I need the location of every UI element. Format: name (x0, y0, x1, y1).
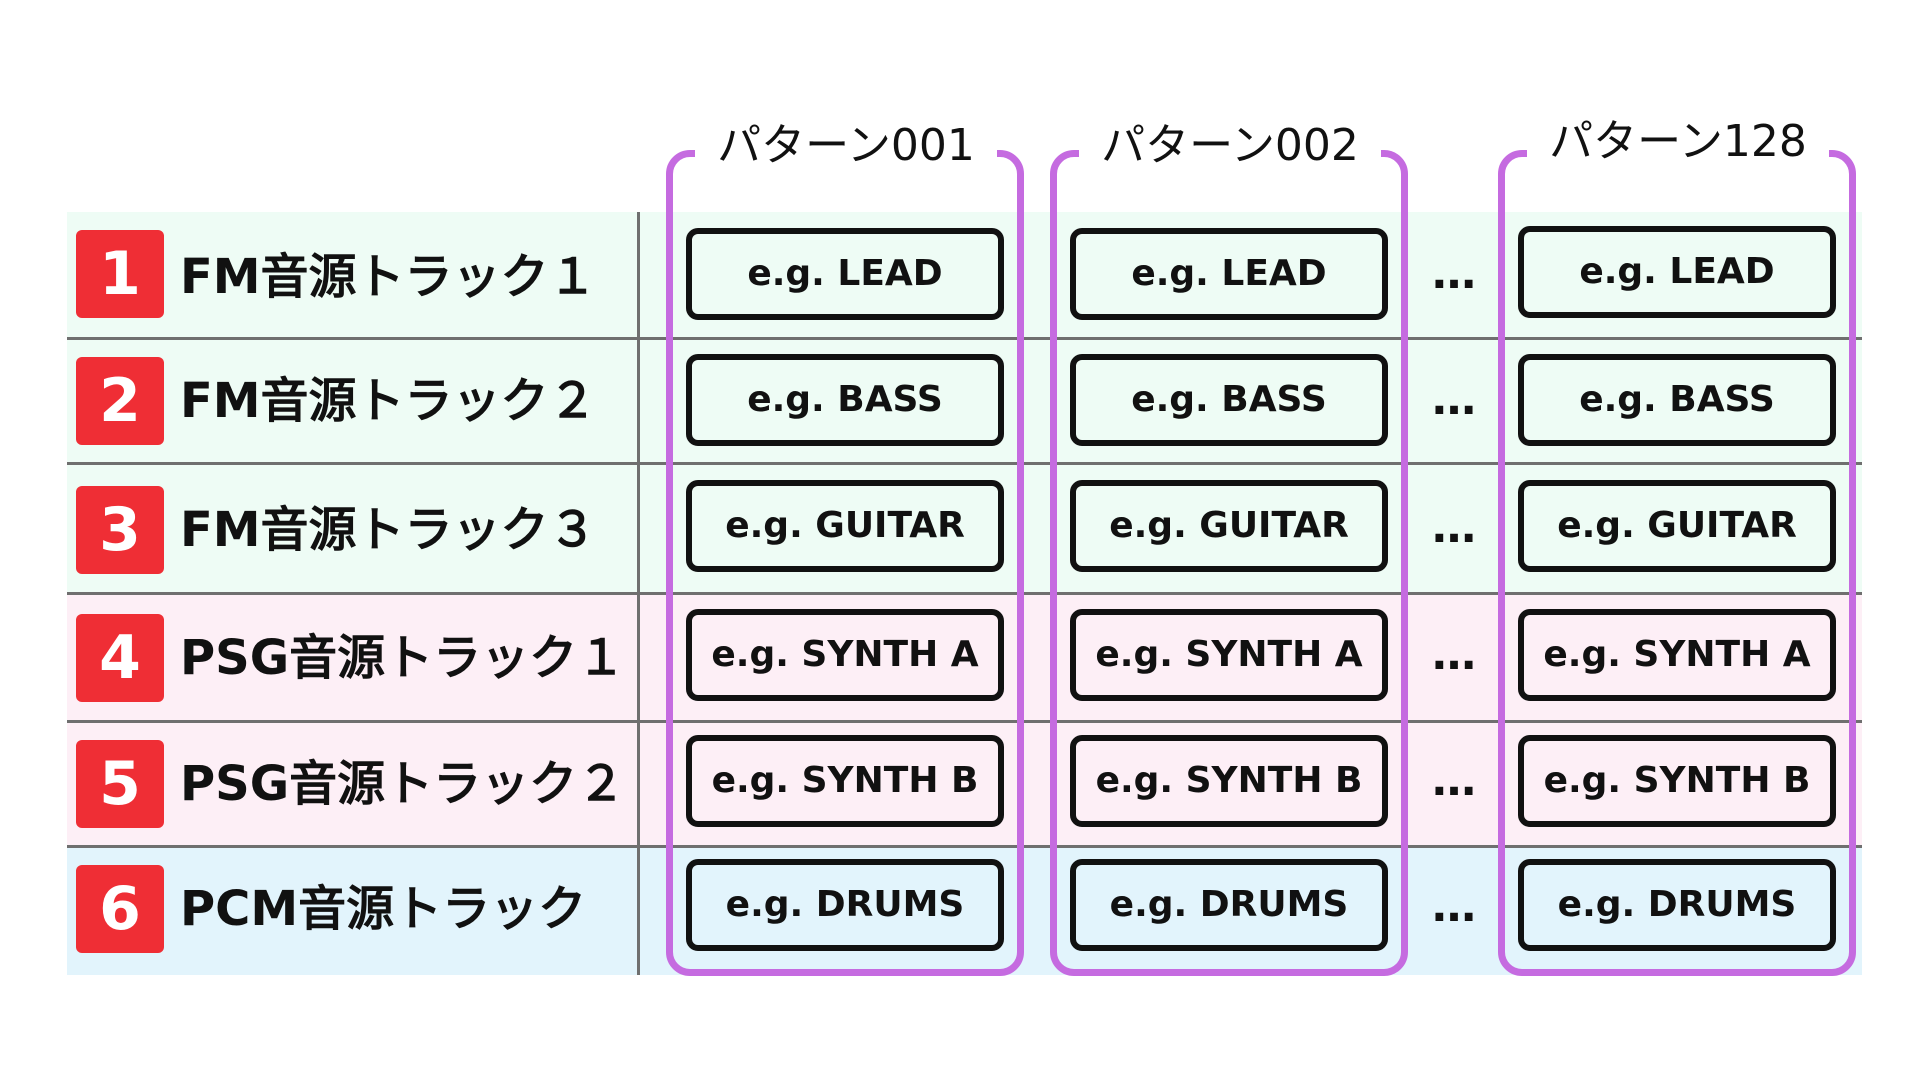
track-number-badge: 3 (76, 486, 164, 574)
pattern-cell: e.g. BASS (1070, 354, 1388, 446)
ellipsis-marker: … (1432, 881, 1476, 932)
row-separator-2 (67, 462, 1862, 465)
pattern-cell: e.g. SYNTH B (1070, 735, 1388, 827)
pattern-cell: e.g. BASS (686, 354, 1004, 446)
pattern-title-002: パターン002 (1079, 116, 1381, 176)
pattern-cell: e.g. LEAD (686, 228, 1004, 320)
pattern-cell: e.g. LEAD (1070, 228, 1388, 320)
ellipsis-marker: … (1432, 629, 1476, 680)
track-label: PSG音源トラック１ (180, 630, 626, 686)
track-number-badge: 1 (76, 230, 164, 318)
pattern-cell: e.g. GUITAR (1518, 480, 1836, 572)
ellipsis-marker: … (1432, 755, 1476, 806)
pattern-cell: e.g. BASS (1518, 354, 1836, 446)
track-label: FM音源トラック３ (180, 502, 597, 558)
row-separator-5 (67, 845, 1862, 848)
pattern-cell: e.g. SYNTH B (686, 735, 1004, 827)
track-label: PCM音源トラック (180, 881, 587, 937)
pattern-title-128: パターン128 (1527, 112, 1829, 172)
ellipsis-marker: … (1432, 248, 1476, 299)
pattern-cell: e.g. SYNTH B (1518, 735, 1836, 827)
ellipsis-marker: … (1432, 374, 1476, 425)
track-number-badge: 5 (76, 740, 164, 828)
track-label: FM音源トラック２ (180, 373, 597, 429)
row-separator-4 (67, 720, 1862, 723)
track-number-badge: 2 (76, 357, 164, 445)
pattern-cell: e.g. DRUMS (686, 859, 1004, 951)
row-separator-1 (67, 337, 1862, 340)
track-number-badge: 4 (76, 614, 164, 702)
label-column-divider (637, 212, 640, 975)
pattern-cell: e.g. DRUMS (1518, 859, 1836, 951)
track-label: PSG音源トラック２ (180, 756, 626, 812)
pattern-cell: e.g. SYNTH A (686, 609, 1004, 701)
pattern-cell: e.g. SYNTH A (1070, 609, 1388, 701)
track-number-badge: 6 (76, 865, 164, 953)
pattern-cell: e.g. GUITAR (686, 480, 1004, 572)
track-label: FM音源トラック１ (180, 249, 597, 305)
pattern-cell: e.g. SYNTH A (1518, 609, 1836, 701)
ellipsis-marker: … (1432, 502, 1476, 553)
pattern-cell: e.g. DRUMS (1070, 859, 1388, 951)
pattern-title-001: パターン001 (695, 116, 997, 176)
row-separator-3 (67, 592, 1862, 595)
pattern-cell: e.g. GUITAR (1070, 480, 1388, 572)
pattern-cell: e.g. LEAD (1518, 226, 1836, 318)
